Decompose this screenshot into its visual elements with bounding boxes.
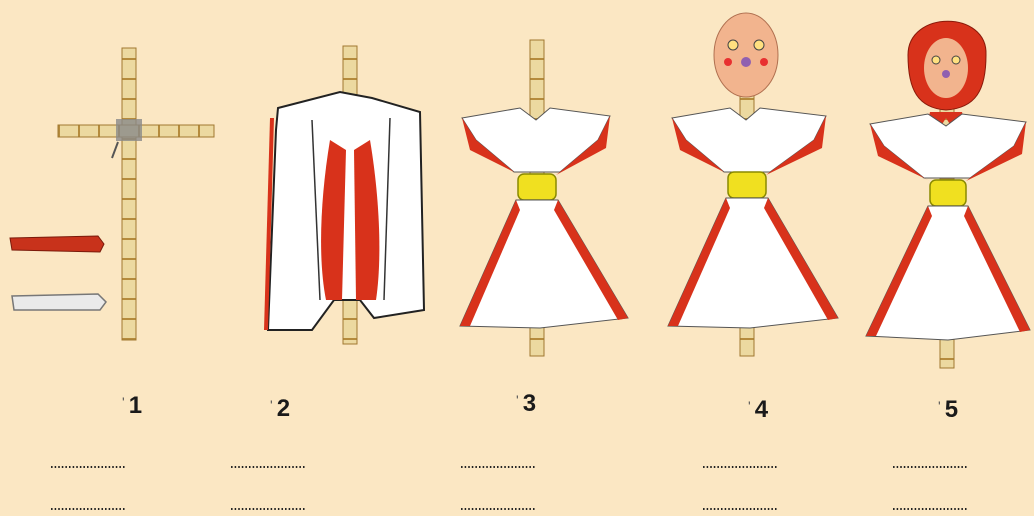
step3-illustration: [460, 40, 628, 356]
step4-illustration: [668, 13, 838, 356]
answer-line-3a[interactable]: …………………: [460, 454, 536, 472]
red-cloth-icon: [10, 236, 104, 252]
step-number-2: '2: [270, 395, 290, 423]
step-number-4: '4: [748, 396, 768, 424]
face-icon: [714, 13, 778, 97]
answer-line-4b[interactable]: …………………: [702, 496, 778, 514]
step-number-1: '1: [122, 392, 142, 420]
step1-illustration: [10, 48, 214, 340]
answer-line-1b[interactable]: …………………: [50, 496, 126, 514]
answer-line-3b[interactable]: …………………: [460, 496, 536, 514]
step2-illustration: [266, 46, 424, 344]
answer-line-5a[interactable]: …………………: [892, 454, 968, 472]
white-cloth-icon: [12, 294, 106, 310]
white-coat-icon: [268, 92, 424, 330]
step-number-5: '5: [938, 396, 958, 424]
step5-illustration: [866, 21, 1030, 368]
answer-line-2b[interactable]: …………………: [230, 496, 306, 514]
answer-line-5b[interactable]: …………………: [892, 496, 968, 514]
answer-line-4a[interactable]: …………………: [702, 454, 778, 472]
answer-line-2a[interactable]: …………………: [230, 454, 306, 472]
answer-line-1a[interactable]: …………………: [50, 454, 126, 472]
step-number-3: '3: [516, 390, 536, 418]
